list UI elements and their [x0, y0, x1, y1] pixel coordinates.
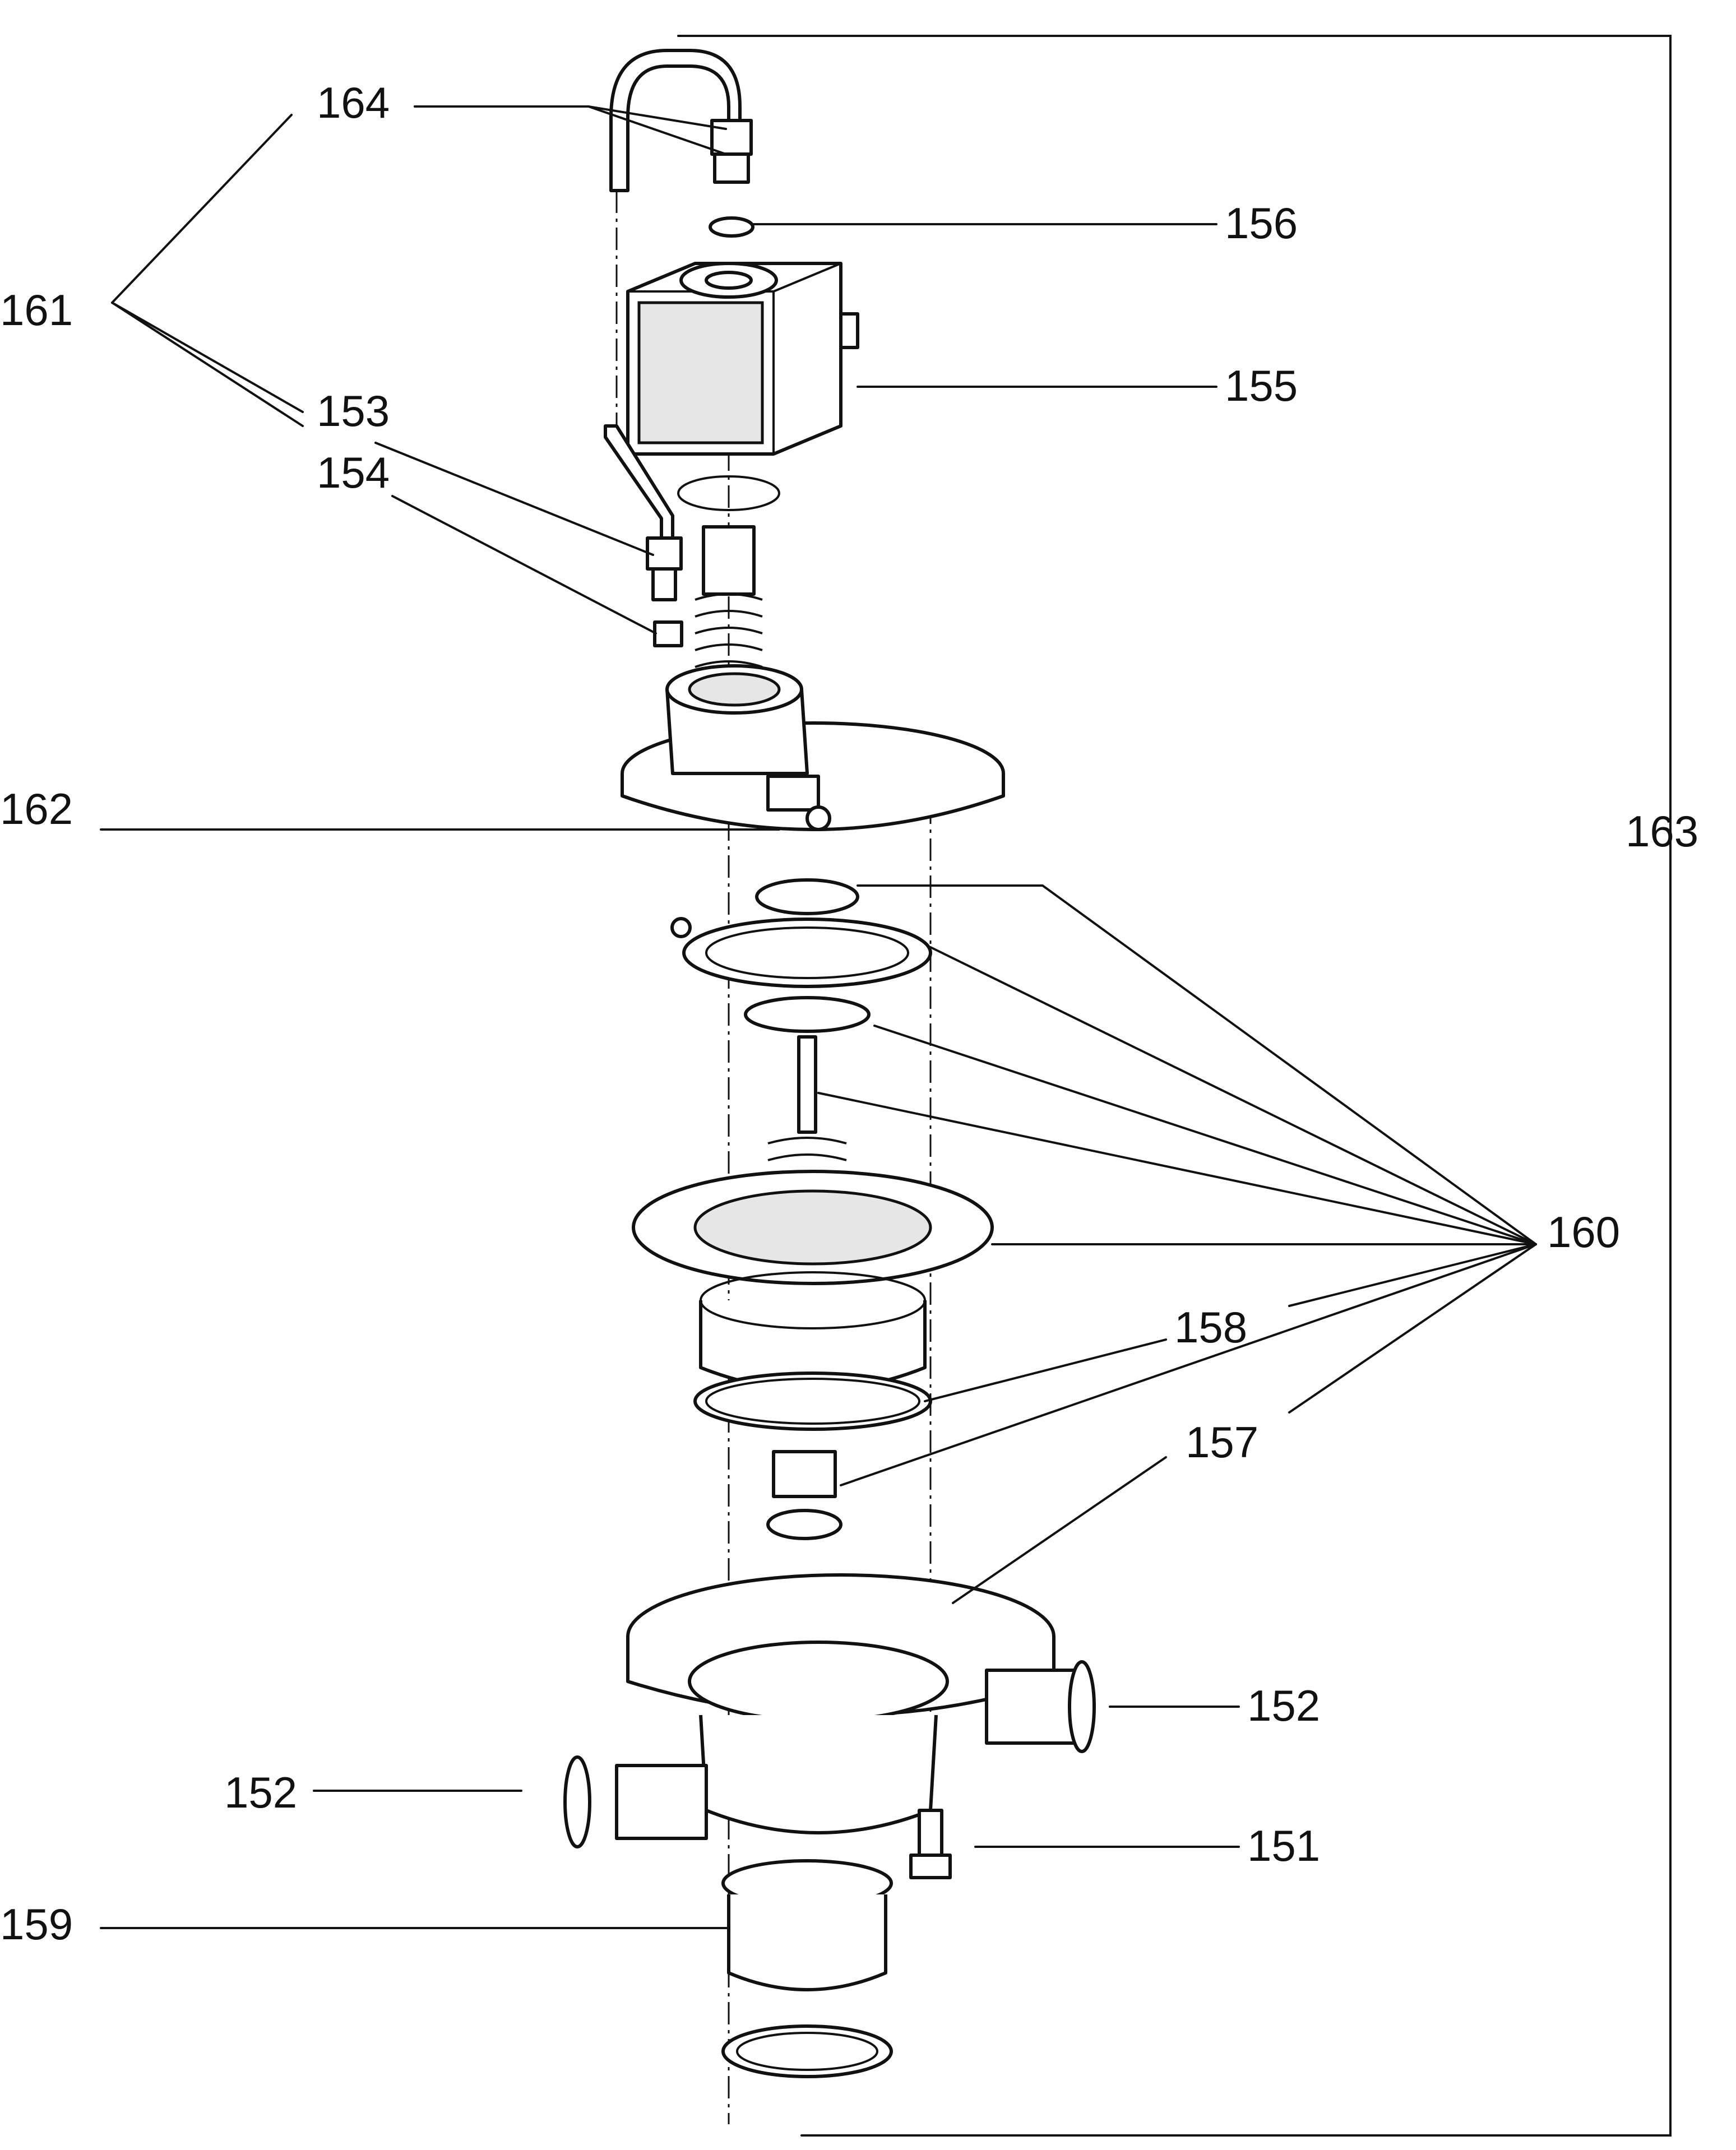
- assembly-163-bracket: [677, 35, 1672, 2137]
- valve-body: [563, 1573, 1096, 1879]
- leader-lines: [100, 105, 1537, 1929]
- part-160-diaphragm-parts: [670, 878, 932, 1134]
- part-164-tube: [609, 49, 754, 238]
- part-157-seat: [766, 1450, 842, 1540]
- callout-164: 164: [317, 78, 390, 127]
- part-162-valve-cover: [621, 664, 1005, 831]
- callout-156: 156: [1225, 198, 1298, 248]
- flange-body: [632, 1137, 994, 1431]
- part-155-solenoid-coil: [626, 262, 859, 511]
- callout-151: 151: [1247, 1821, 1320, 1870]
- callout-153: 153: [317, 386, 390, 435]
- callout-152-left: 152: [224, 1768, 297, 1817]
- callout-158: 158: [1174, 1303, 1247, 1352]
- callout-163: 163: [1626, 807, 1698, 856]
- callout-155: 155: [1225, 361, 1298, 410]
- callout-152-right: 152: [1247, 1681, 1320, 1730]
- callout-161: 161: [0, 285, 73, 335]
- callout-157: 157: [1186, 1417, 1258, 1467]
- callout-labels: 164 161 156 155 153 154 162 163 160 158 …: [0, 78, 1698, 1949]
- callout-160: 160: [1547, 1207, 1620, 1257]
- callout-154: 154: [317, 448, 390, 497]
- plunger-spring: [695, 525, 763, 668]
- callout-159: 159: [0, 1899, 73, 1949]
- part-159-union-nut: [721, 1859, 893, 2078]
- callout-162: 162: [0, 784, 73, 833]
